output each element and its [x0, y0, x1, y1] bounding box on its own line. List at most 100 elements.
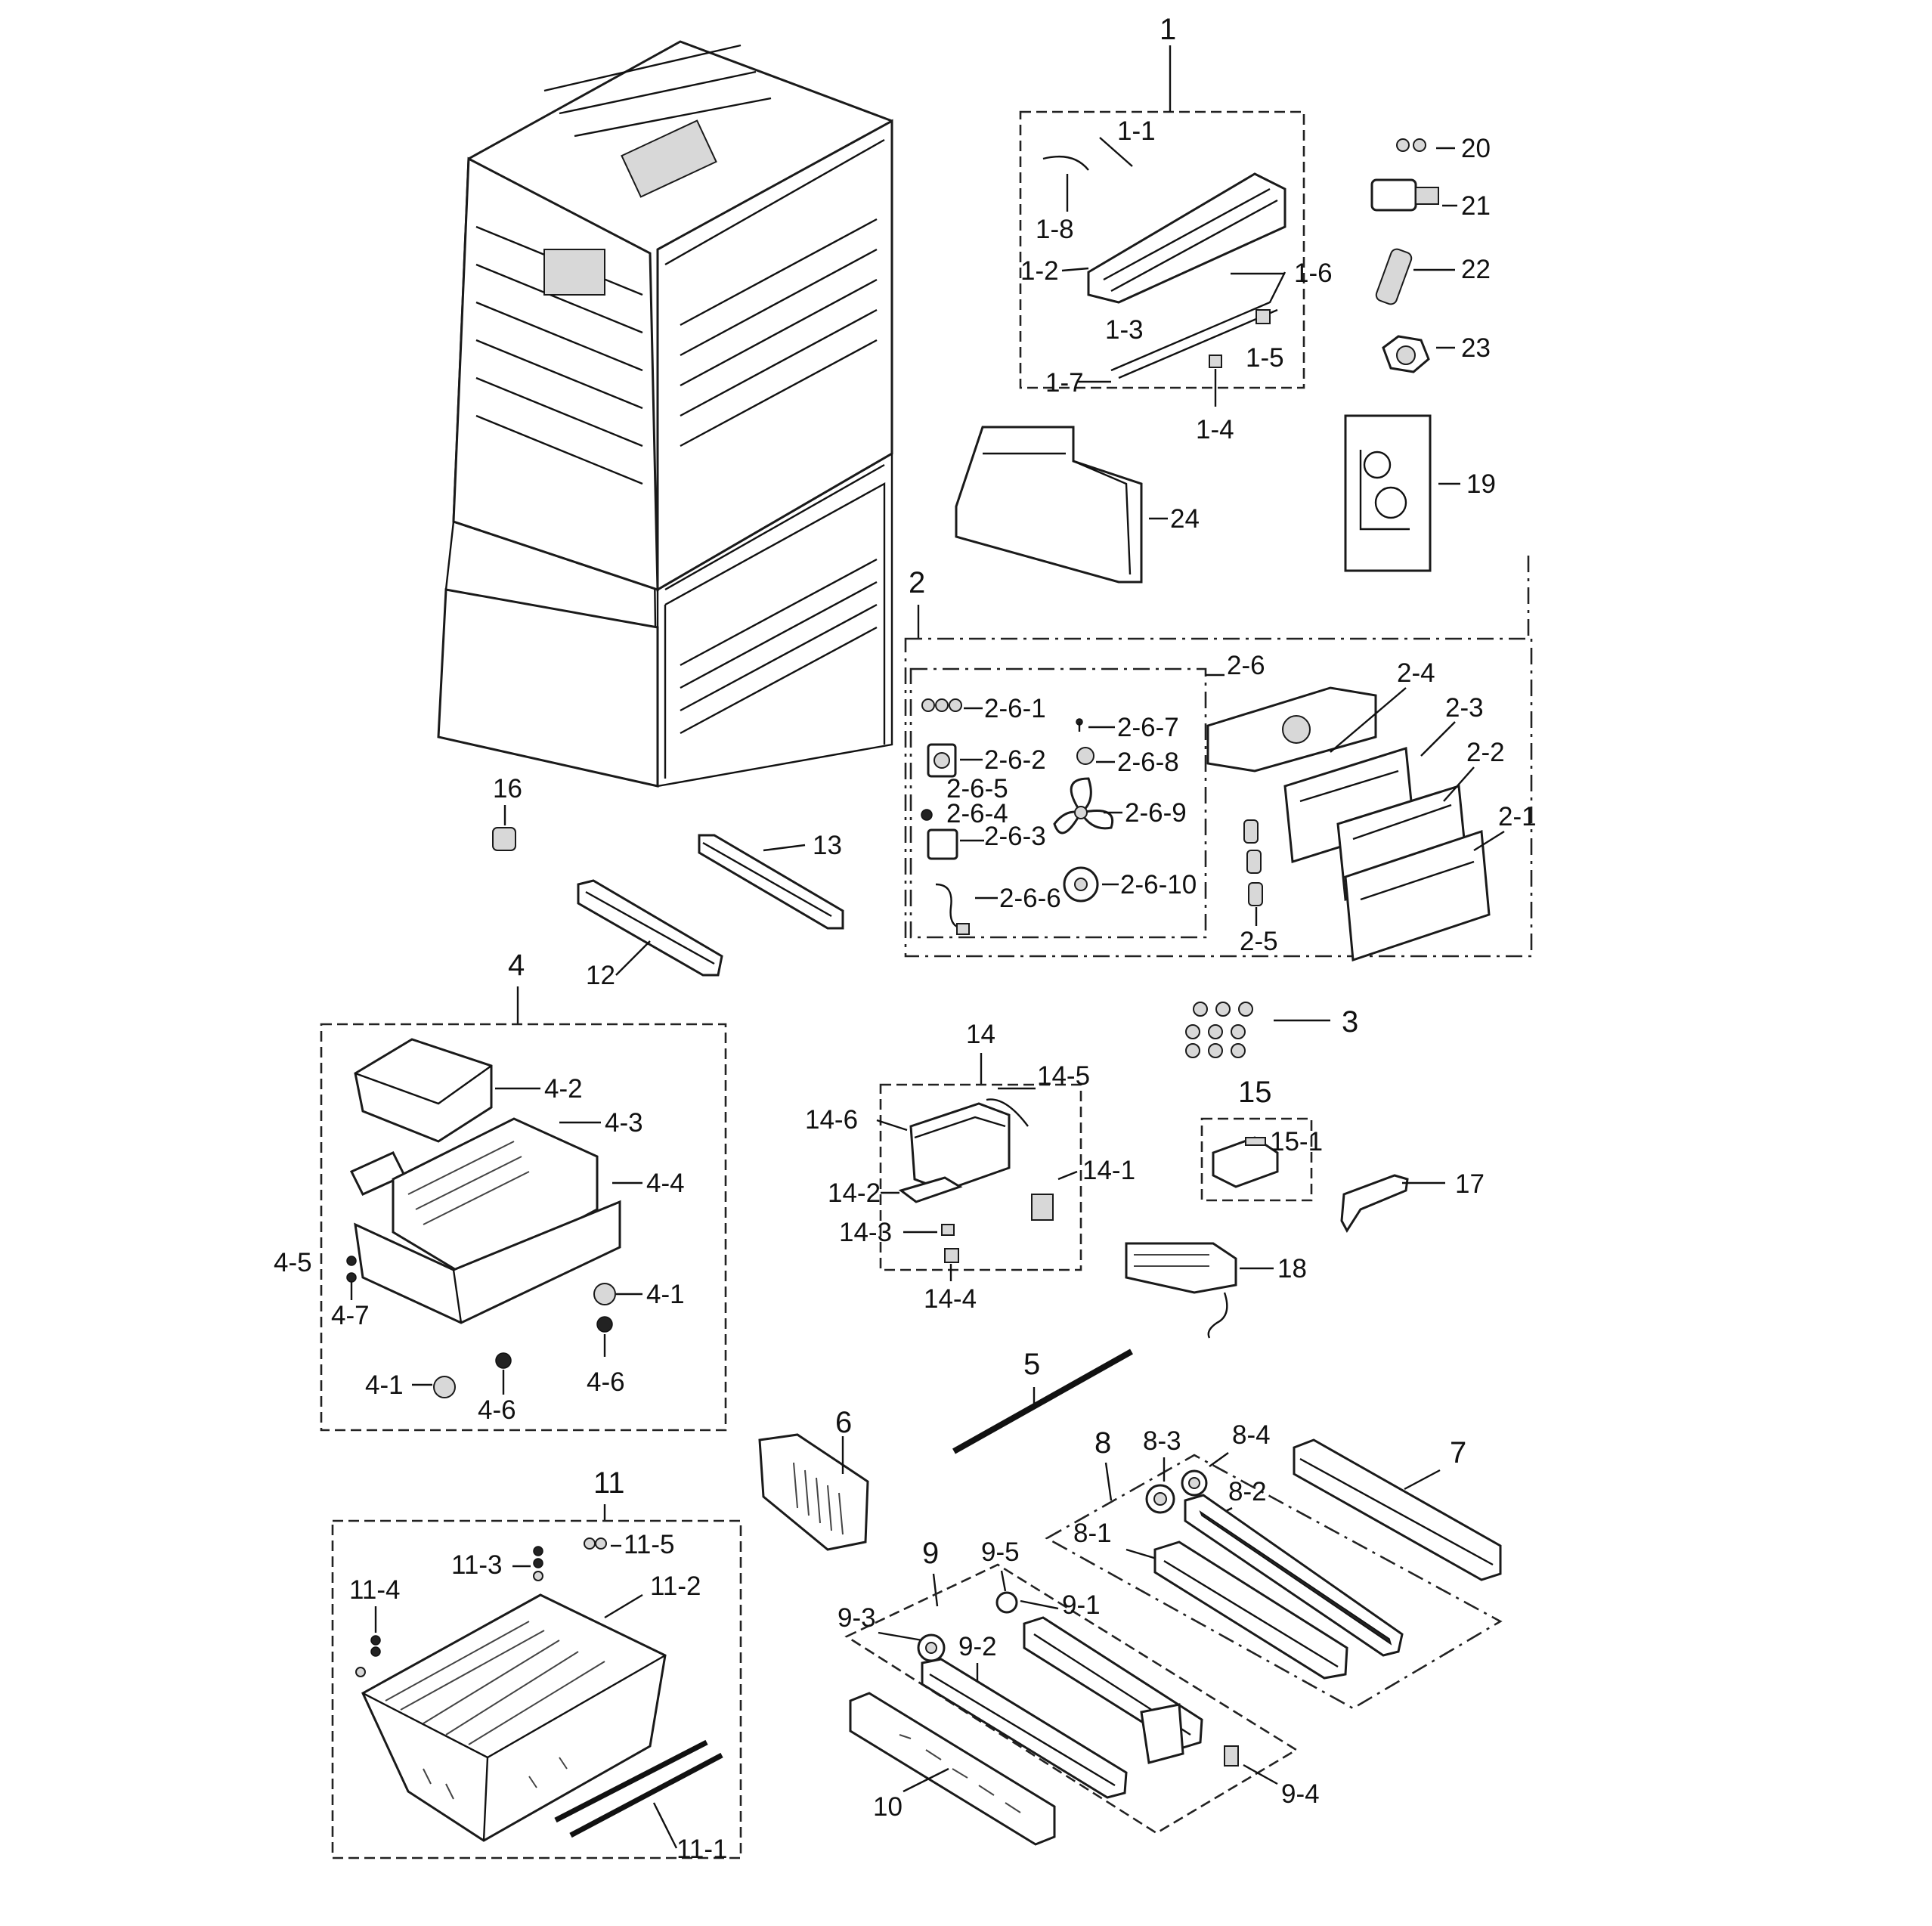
- roller-icon: [596, 1316, 613, 1333]
- sensor-icon: [944, 1248, 959, 1263]
- callout-1-7: 1-7: [1045, 368, 1084, 398]
- callout-8-3: 8-3: [1143, 1426, 1181, 1456]
- callout-24: 24: [1170, 504, 1200, 534]
- screw-icon: [584, 1537, 607, 1550]
- group-1-frame: [1019, 110, 1305, 389]
- callout-11-5: 11-5: [624, 1530, 674, 1559]
- callout-10: 10: [873, 1792, 903, 1822]
- group-8-frame: [1045, 1454, 1503, 1710]
- callout-13: 13: [813, 831, 842, 860]
- callout-4-6b: 4-6: [478, 1395, 516, 1425]
- callout-1-3: 1-3: [1105, 315, 1144, 345]
- screw-icon: [1396, 138, 1426, 152]
- callout-11-3: 11-3: [451, 1550, 502, 1580]
- clip-icon: [492, 827, 516, 851]
- callout-14-3: 14-3: [839, 1218, 892, 1247]
- callout-11: 11: [593, 1466, 625, 1500]
- callout-11-4: 11-4: [349, 1575, 400, 1605]
- connector-icon: [1375, 248, 1413, 305]
- nut-icon: [1382, 335, 1430, 373]
- clip-icon: [941, 1224, 955, 1236]
- slide-rail-icon: [1023, 1616, 1203, 1764]
- callout-14-5: 14-5: [1037, 1061, 1090, 1091]
- callout-12: 12: [586, 961, 615, 990]
- callout-2-6-3: 2-6-3: [984, 822, 1046, 851]
- roller-icon: [995, 1591, 1018, 1614]
- callout-5: 5: [1023, 1348, 1040, 1381]
- screw-icon: [921, 698, 962, 712]
- roller-icon: [593, 1283, 616, 1305]
- callout-9-3: 9-3: [838, 1603, 876, 1633]
- callout-23: 23: [1461, 333, 1491, 363]
- slide-rail-icon: [1293, 1438, 1502, 1581]
- sensor-icon: [1255, 309, 1271, 324]
- heater-tube-icon: [1110, 271, 1286, 379]
- callout-2-2: 2-2: [1466, 738, 1505, 767]
- callout-2-4: 2-4: [1397, 658, 1435, 688]
- group-9-frame: [844, 1563, 1299, 1835]
- callout-2: 2: [909, 566, 925, 599]
- drawer-front-icon: [354, 1200, 621, 1324]
- callout-6: 6: [835, 1406, 852, 1439]
- callout-2-6-9: 2-6-9: [1125, 798, 1187, 828]
- callout-1-6: 1-6: [1294, 259, 1333, 288]
- refrigerator-cabinet-icon: [437, 40, 893, 788]
- group-2-frame: [904, 637, 1533, 958]
- callout-19: 19: [1466, 469, 1496, 499]
- callout-4: 4: [508, 949, 525, 982]
- callout-2-6: 2-6: [1227, 651, 1265, 680]
- callout-4-6a: 4-6: [587, 1367, 625, 1397]
- group-14-frame: [879, 1083, 1082, 1271]
- drawer-basket-icon: [361, 1593, 667, 1842]
- callout-1-8: 1-8: [1036, 215, 1074, 244]
- callout-4-2: 4-2: [544, 1074, 583, 1104]
- callout-2-6-8: 2-6-8: [1117, 748, 1179, 777]
- callout-2-6-5: 2-6-5: [946, 774, 1008, 804]
- evaporator-cover-panel-icon: [1283, 747, 1491, 962]
- slide-rail-icon: [921, 1658, 1128, 1799]
- fan-blade-icon: [1053, 777, 1113, 834]
- bracket-icon: [1340, 1174, 1409, 1233]
- callout-9-2: 9-2: [958, 1632, 997, 1661]
- roller-icon: [495, 1352, 512, 1369]
- callout-9: 9: [922, 1537, 939, 1570]
- callout-14-4: 14-4: [924, 1284, 977, 1314]
- callout-4-5: 4-5: [274, 1248, 312, 1277]
- callout-1-2: 1-2: [1020, 256, 1059, 286]
- clip-icon: [1224, 1745, 1239, 1767]
- roller-icon: [433, 1376, 456, 1398]
- callout-1: 1: [1160, 13, 1176, 46]
- callout-2-3: 2-3: [1445, 693, 1484, 723]
- roller-icon: [917, 1633, 946, 1662]
- callout-22: 22: [1461, 255, 1491, 284]
- callout-9-5: 9-5: [981, 1537, 1020, 1567]
- callout-4-1a: 4-1: [646, 1280, 685, 1309]
- duct-cover-icon: [1206, 686, 1377, 773]
- drawer-basket-icon: [354, 1038, 493, 1143]
- callout-8-2: 8-2: [1228, 1477, 1267, 1506]
- parts-kit-icon: [1344, 414, 1432, 572]
- ice-maker-motor-icon: [1031, 1194, 1054, 1221]
- drawer-basket-icon: [392, 1117, 599, 1279]
- callout-4-4: 4-4: [646, 1169, 685, 1198]
- callout-8-1: 8-1: [1073, 1519, 1112, 1548]
- wire-harness-icon: [986, 1098, 1029, 1127]
- fan-motor-icon: [1063, 866, 1099, 903]
- evaporator-cover-icon: [1087, 172, 1286, 304]
- clip-icon: [1209, 355, 1222, 368]
- callout-7: 7: [1450, 1436, 1466, 1469]
- slide-rail-icon: [1153, 1540, 1348, 1680]
- wire-harness-icon: [1042, 156, 1089, 171]
- callout-11-2: 11-2: [650, 1571, 701, 1601]
- callout-4-3: 4-3: [605, 1108, 643, 1138]
- slide-rail-icon: [1184, 1494, 1404, 1657]
- ice-dispenser-icon: [1125, 1242, 1237, 1339]
- roller-icon: [1145, 1484, 1175, 1514]
- callout-2-6-1: 2-6-1: [984, 694, 1046, 723]
- callout-18: 18: [1277, 1254, 1307, 1283]
- screw-icon: [1185, 1002, 1253, 1058]
- callout-4-7: 4-7: [331, 1301, 370, 1330]
- callout-1-1: 1-1: [1117, 116, 1156, 146]
- ice-tray-icon: [898, 1176, 963, 1203]
